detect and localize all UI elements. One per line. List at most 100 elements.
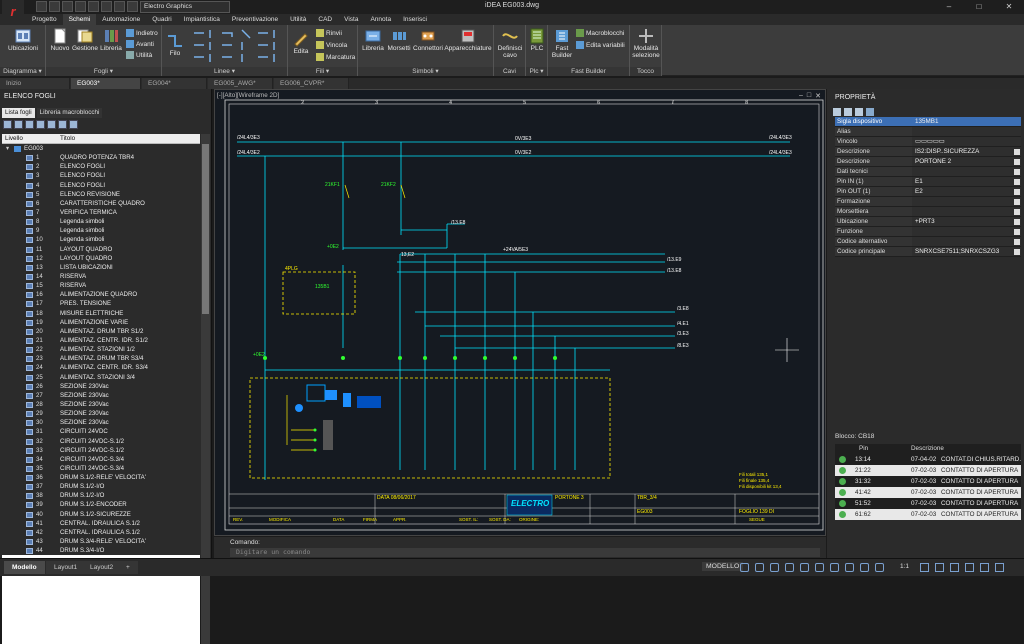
- property-value[interactable]: PORTONE 2: [912, 157, 1021, 166]
- tab-impiantistica[interactable]: Impiantistica: [183, 16, 220, 23]
- property-value[interactable]: SNRXCSE7511;SNRXCSZG3: [912, 247, 1021, 256]
- maximize-button[interactable]: □: [976, 2, 982, 11]
- ellipsis-icon[interactable]: [1014, 199, 1020, 205]
- layout-tab-2[interactable]: Layout2: [82, 561, 122, 574]
- workspace-selector[interactable]: Electro Graphics: [140, 1, 230, 13]
- workspace-icon[interactable]: [920, 563, 929, 572]
- viewport-minimize[interactable]: –: [798, 92, 803, 99]
- ellipsis-icon[interactable]: [1014, 169, 1020, 175]
- tab-lista-fogli[interactable]: Lista fogli: [2, 108, 35, 118]
- viewport-restore[interactable]: □: [806, 92, 812, 99]
- property-row[interactable]: Alias: [835, 127, 1021, 137]
- modalita-selezione-button[interactable]: Modalità selezione: [631, 28, 661, 59]
- properties-icon[interactable]: [47, 120, 56, 129]
- col-titolo[interactable]: Titolo: [60, 135, 76, 142]
- libreria-fogli-button[interactable]: Libreria: [99, 28, 123, 52]
- property-value[interactable]: 135MB1: [912, 117, 1021, 126]
- viewport-close[interactable]: ✕: [815, 93, 821, 100]
- copy-sheet-icon[interactable]: [14, 120, 23, 129]
- property-row[interactable]: Formazione: [835, 197, 1021, 207]
- definisci-cavo-button[interactable]: Definisci cavo: [495, 28, 525, 59]
- snap-icon[interactable]: [755, 563, 764, 572]
- plc-button[interactable]: PLC: [527, 28, 547, 52]
- new-sheet-icon[interactable]: [3, 120, 12, 129]
- prop-tool-icon[interactable]: [855, 108, 863, 116]
- isolate-icon[interactable]: [950, 563, 959, 572]
- grid-icon[interactable]: [740, 563, 749, 572]
- app-logo[interactable]: r: [2, 0, 24, 24]
- property-row[interactable]: Dati tecnici: [835, 167, 1021, 177]
- viewport-label[interactable]: [-][Alto][Wireframe 2D]: [217, 92, 280, 99]
- property-value[interactable]: [912, 207, 1021, 216]
- marcatura-button[interactable]: Marcatura: [316, 52, 355, 62]
- minimize-button[interactable]: –: [946, 2, 952, 11]
- macroblocchi-button[interactable]: Macroblocchi: [576, 28, 624, 38]
- otrack-icon[interactable]: [815, 563, 824, 572]
- apparecchiature-button[interactable]: Apparecchiature: [444, 28, 492, 52]
- settings-icon[interactable]: [114, 1, 125, 12]
- delete-sheet-icon[interactable]: [25, 120, 34, 129]
- doc-tab-inizio[interactable]: Inizio: [0, 78, 70, 89]
- ellipsis-icon[interactable]: [1014, 219, 1020, 225]
- open-icon[interactable]: [49, 1, 60, 12]
- property-value[interactable]: [912, 227, 1021, 236]
- dropdown-icon[interactable]: [127, 1, 138, 12]
- ortho-icon[interactable]: [770, 563, 779, 572]
- prop-tool-icon[interactable]: [866, 108, 874, 116]
- morsetti-button[interactable]: Morsetti: [386, 28, 412, 52]
- doc-tab-eg003[interactable]: EG003*: [71, 78, 141, 89]
- polar-icon[interactable]: [785, 563, 794, 572]
- vincola-button[interactable]: Vincola: [316, 40, 347, 50]
- sheet-list-scrollbar[interactable]: [201, 134, 210, 644]
- connettori-button[interactable]: Connettori: [412, 28, 444, 52]
- property-value[interactable]: [912, 197, 1021, 206]
- tab-schemi[interactable]: Schemi: [62, 14, 97, 25]
- prop-tool-icon[interactable]: [833, 108, 841, 116]
- property-row[interactable]: Morsettiera: [835, 207, 1021, 217]
- property-row[interactable]: Pin OUT (1)E2: [835, 187, 1021, 197]
- property-value[interactable]: [912, 167, 1021, 176]
- component-tag[interactable]: +0E2: [253, 352, 265, 358]
- property-value[interactable]: [912, 127, 1021, 136]
- tree-root[interactable]: ▾ EG003: [2, 144, 200, 154]
- edita-button[interactable]: Edita: [290, 31, 312, 55]
- property-row[interactable]: Codice alternativo: [835, 237, 1021, 247]
- property-value[interactable]: E1: [912, 177, 1021, 186]
- doc-tab-eg004[interactable]: EG004*: [142, 78, 207, 89]
- tab-preventivazione[interactable]: Preventivazione: [231, 16, 279, 23]
- prop-tool-icon[interactable]: [844, 108, 852, 116]
- ellipsis-icon[interactable]: [1014, 249, 1020, 255]
